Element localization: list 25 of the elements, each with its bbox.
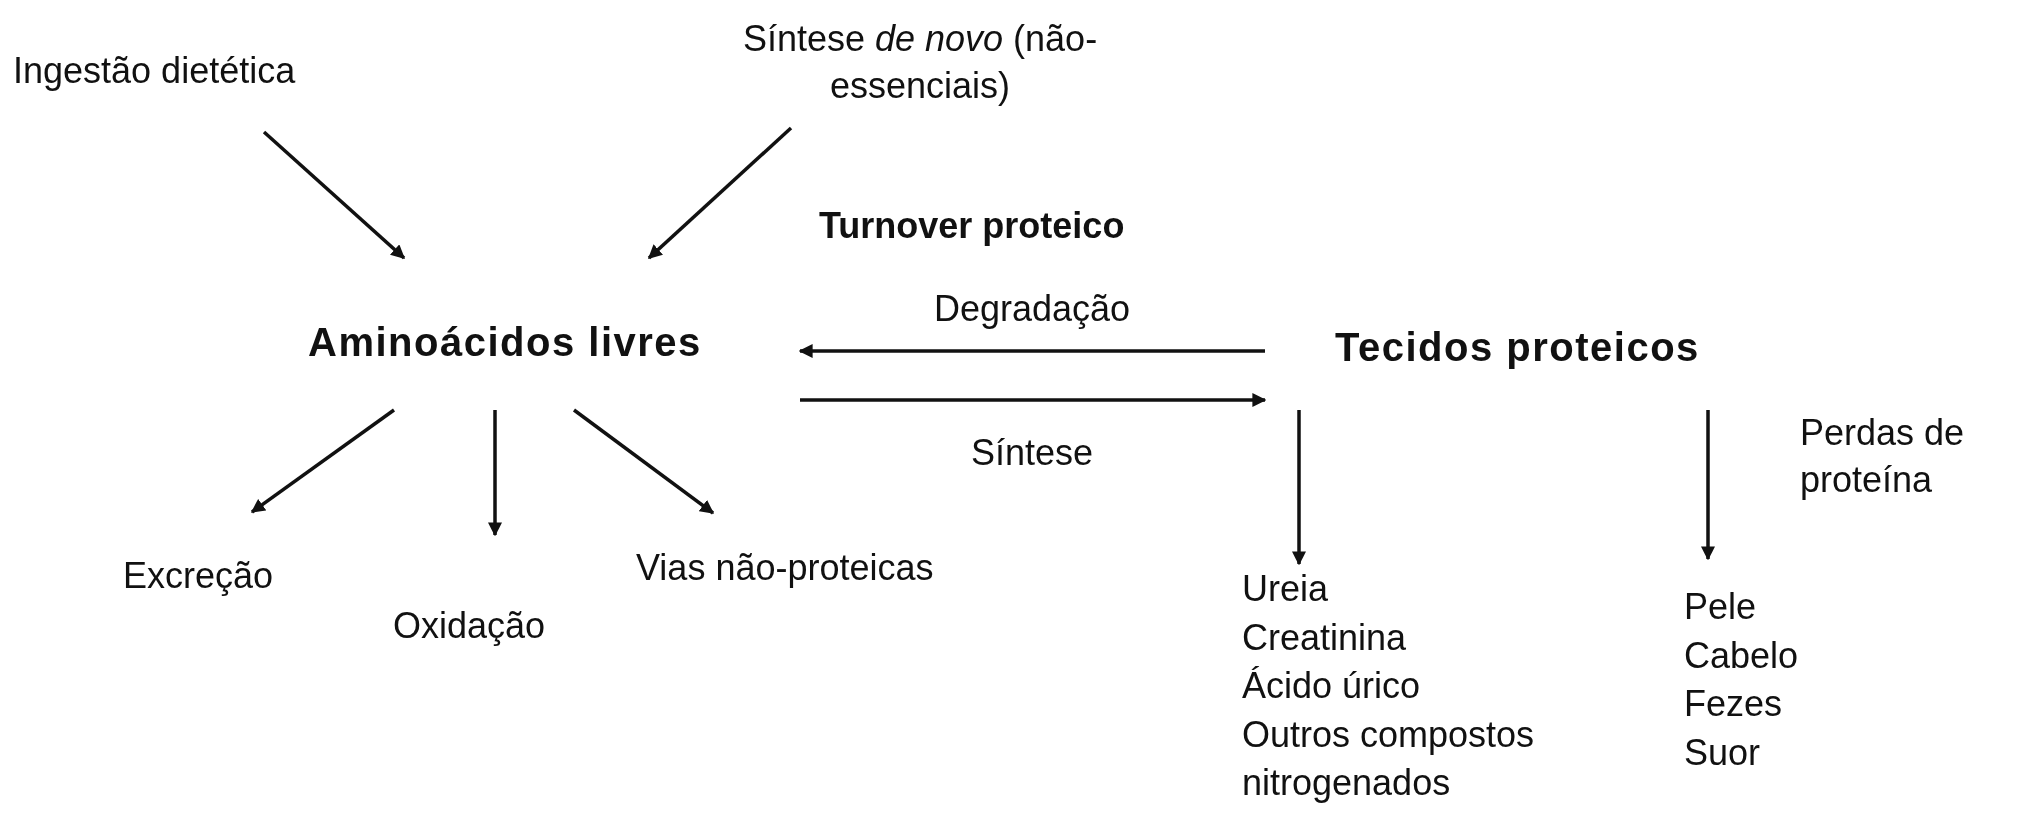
- arrow: [800, 393, 1267, 407]
- list-item: Suor: [1684, 730, 1762, 775]
- arrow: [488, 410, 502, 537]
- arrow: [262, 130, 406, 260]
- arrow: [1701, 410, 1715, 561]
- node-text: Vias não-proteicas: [620, 513, 1070, 603]
- arrow: [572, 408, 715, 515]
- arrow: [647, 126, 793, 260]
- list-item: Pele: [1684, 585, 1758, 629]
- list-item: Outros compostos nitrogenados: [1242, 712, 1536, 806]
- node-text: Síntese de novo (não-essenciais): [655, 16, 1185, 128]
- node-text: Ingestão dietética: [13, 48, 413, 132]
- list-item: Fezes: [1684, 682, 1784, 727]
- arrow: [798, 344, 1265, 358]
- list-item: Creatinina: [1242, 615, 1408, 660]
- node-text: Excreção: [100, 512, 340, 602]
- list-item: Ácido úrico: [1242, 664, 1422, 709]
- arrow: [1292, 410, 1306, 566]
- node-text: Aminoácidos livres: [300, 258, 800, 410]
- list-item: Cabelo: [1684, 633, 1800, 678]
- heading: Turnover proteico: [819, 205, 1125, 247]
- arrow: [250, 408, 396, 514]
- node-text: Tecidos proteicos: [1265, 300, 1730, 410]
- list-item: Ureia: [1242, 567, 1330, 611]
- node-text: Oxidação: [380, 535, 620, 655]
